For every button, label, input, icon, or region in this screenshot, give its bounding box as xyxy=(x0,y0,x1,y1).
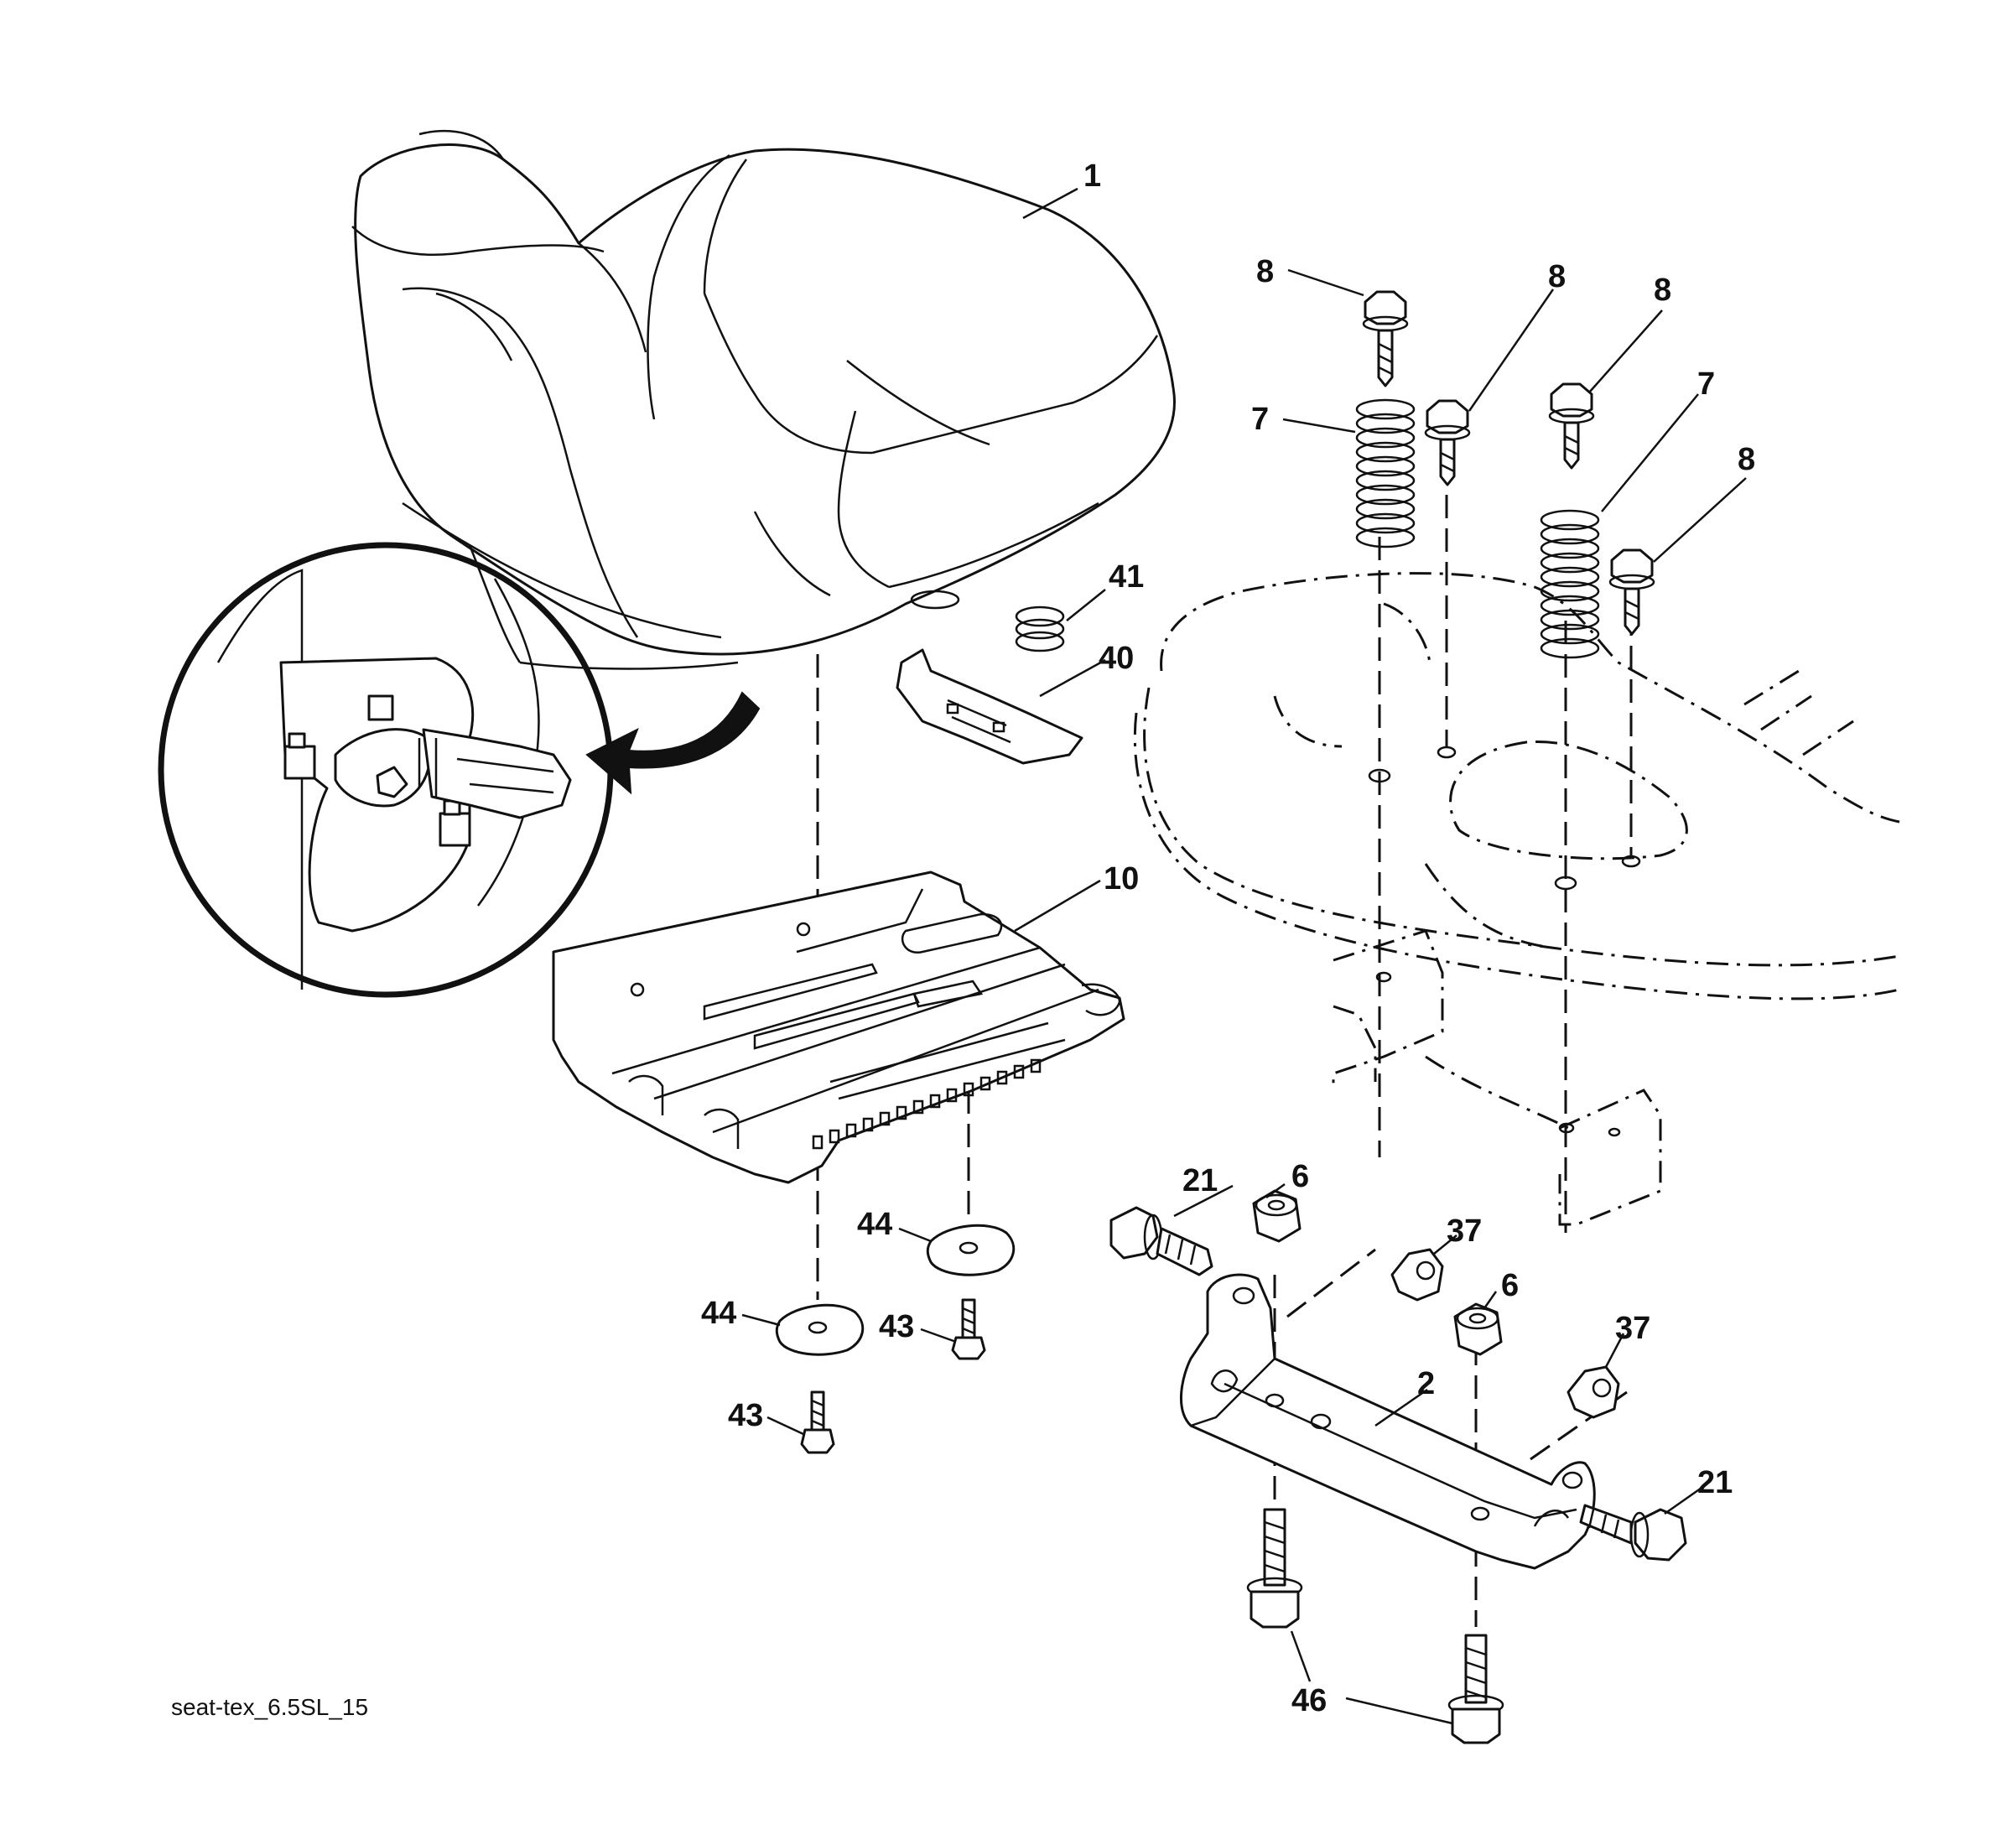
callout-8-a: 8 xyxy=(1256,254,1274,289)
callout-46: 46 xyxy=(1291,1683,1327,1718)
detail-inset xyxy=(158,542,761,998)
callout-6-b: 6 xyxy=(1501,1268,1519,1303)
bolt-8-d xyxy=(1608,548,1655,636)
callout-44-a: 44 xyxy=(857,1207,892,1242)
seat-clip xyxy=(896,648,1083,765)
callout-21-a: 21 xyxy=(1182,1163,1218,1198)
callout-7-b: 7 xyxy=(1697,366,1715,402)
bolt-21-right xyxy=(1579,1504,1687,1562)
callout-21-b: 21 xyxy=(1697,1465,1733,1500)
spring-right xyxy=(1540,509,1600,659)
leader-lines xyxy=(741,187,1747,1725)
washer-44-upper xyxy=(926,1224,1016,1276)
callout-40: 40 xyxy=(1099,641,1134,676)
bolt-8-a xyxy=(1362,290,1409,387)
callout-6-a: 6 xyxy=(1291,1159,1309,1194)
callout-41: 41 xyxy=(1109,559,1144,595)
bolt-46-left xyxy=(1246,1508,1303,1629)
callout-8-d: 8 xyxy=(1738,442,1755,477)
screw-43-upper xyxy=(951,1298,986,1360)
bolt-8-b xyxy=(1424,399,1471,486)
callout-2: 2 xyxy=(1417,1366,1435,1401)
seat xyxy=(351,130,1176,670)
tractor-frame xyxy=(1133,572,1900,1226)
bolt-46-right xyxy=(1447,1634,1504,1744)
nut-6-a xyxy=(1252,1189,1302,1243)
seat-bracket xyxy=(1179,1273,1596,1570)
callout-10: 10 xyxy=(1104,861,1139,897)
bolt-21-left xyxy=(1109,1206,1213,1276)
callout-8-b: 8 xyxy=(1548,259,1566,294)
nut-6-b xyxy=(1453,1302,1503,1356)
callout-43-b: 43 xyxy=(728,1398,763,1433)
callout-labels: 1 8 8 8 8 7 7 41 40 10 21 6 37 6 37 2 21… xyxy=(701,159,1755,1718)
washer-44-lower xyxy=(775,1303,865,1356)
callout-37-b: 37 xyxy=(1615,1311,1650,1346)
callout-43-a: 43 xyxy=(879,1309,914,1344)
nut-37-b xyxy=(1567,1365,1620,1419)
callout-1: 1 xyxy=(1083,159,1101,194)
spring-left xyxy=(1355,398,1416,548)
diagram-caption: seat-tex_6.5SL_15 xyxy=(171,1694,368,1720)
seat-pan xyxy=(552,871,1125,1184)
callout-44-b: 44 xyxy=(701,1296,736,1331)
callout-8-c: 8 xyxy=(1654,273,1671,308)
bolt-8-c xyxy=(1548,382,1595,470)
seat-pan-adjust-slots xyxy=(812,1058,1042,1150)
spring-small xyxy=(1015,605,1065,652)
callout-7-a: 7 xyxy=(1251,402,1269,437)
nut-37-a xyxy=(1390,1248,1444,1302)
callout-37-a: 37 xyxy=(1447,1214,1482,1249)
screw-43-lower xyxy=(800,1390,835,1454)
